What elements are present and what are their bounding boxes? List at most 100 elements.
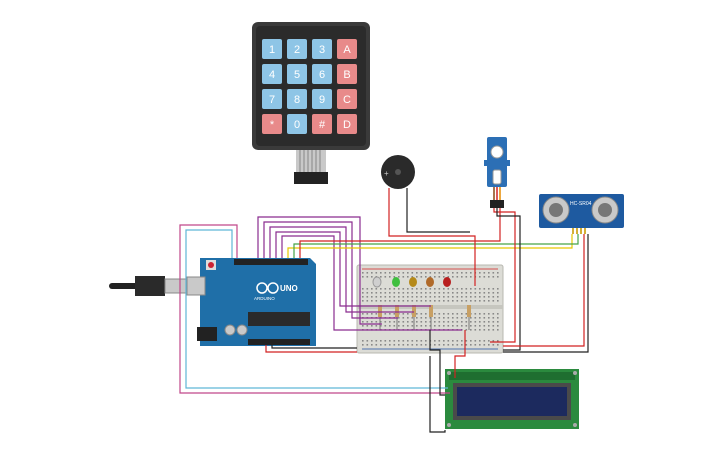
wire-lcd-gnd-2[interactable] bbox=[429, 356, 446, 433]
wire-buzzer-negative[interactable] bbox=[406, 188, 470, 233]
wire-keypad-3[interactable] bbox=[269, 226, 414, 313]
breadboard-hole bbox=[465, 292, 468, 294]
wire-ultrasonic-vcc[interactable] bbox=[503, 234, 585, 347]
led-yellow[interactable] bbox=[409, 277, 417, 287]
wire-lcd-gnd[interactable] bbox=[429, 330, 445, 396]
keypad-key-2[interactable]: 2 bbox=[287, 39, 307, 59]
wire-arduino-gnd[interactable] bbox=[271, 345, 357, 349]
keypad-key-1[interactable]: 1 bbox=[262, 39, 282, 59]
breadboard-hole bbox=[384, 292, 387, 294]
keypad-key-4[interactable]: 4 bbox=[262, 64, 282, 84]
wire-lcd-scl[interactable] bbox=[185, 229, 448, 389]
keypad-key-8[interactable]: 8 bbox=[287, 89, 307, 109]
breadboard-hole bbox=[465, 329, 468, 331]
breadboard-hole bbox=[447, 344, 450, 346]
breadboard-hole bbox=[474, 292, 477, 294]
breadboard-hole bbox=[443, 288, 445, 290]
wire-servo-signal[interactable] bbox=[299, 208, 501, 258]
breadboard-hole bbox=[488, 340, 490, 342]
breadboard-hole bbox=[434, 317, 436, 319]
wire-arduino-5v[interactable] bbox=[265, 345, 357, 353]
ultrasonic-transmitter-mesh bbox=[549, 203, 563, 217]
breadboard-hole bbox=[402, 317, 405, 319]
keypad-key-#[interactable]: # bbox=[312, 114, 332, 134]
wire-ultrasonic-trig[interactable] bbox=[287, 234, 573, 258]
resistor-2[interactable] bbox=[395, 305, 399, 330]
breadboard-hole bbox=[402, 288, 405, 290]
breadboard-hole bbox=[452, 344, 454, 346]
breadboard-hole bbox=[407, 296, 409, 298]
wire-buzzer-positive[interactable] bbox=[388, 188, 476, 286]
keypad-key-3[interactable]: 3 bbox=[312, 39, 332, 59]
led-white[interactable] bbox=[372, 276, 382, 288]
resistor-5[interactable] bbox=[467, 305, 471, 330]
wire-keypad-1[interactable] bbox=[257, 216, 382, 325]
breadboard-hole bbox=[447, 300, 450, 302]
breadboard-hole bbox=[398, 292, 400, 294]
keypad-key-label: * bbox=[270, 119, 275, 131]
keypad-key-5[interactable]: 5 bbox=[287, 64, 307, 84]
keypad-key-*[interactable]: * bbox=[262, 114, 282, 134]
breadboard-hole bbox=[497, 272, 499, 274]
wire-servo-power[interactable] bbox=[490, 208, 516, 343]
keypad-key-label: # bbox=[319, 119, 326, 131]
breadboard-hole bbox=[438, 317, 441, 319]
wire-ultrasonic-echo[interactable] bbox=[293, 234, 579, 258]
keypad-key-B[interactable]: B bbox=[337, 64, 357, 84]
wire-keypad-5[interactable] bbox=[281, 235, 462, 331]
lcd-16x2[interactable] bbox=[445, 369, 579, 429]
arduino-uno[interactable]: UNO ARDUINO bbox=[109, 258, 316, 346]
keypad-key-9[interactable]: 9 bbox=[312, 89, 332, 109]
breadboard-hole bbox=[402, 300, 405, 302]
breadboard-hole bbox=[488, 296, 490, 298]
breadboard-hole bbox=[479, 344, 481, 346]
wire-keypad-2[interactable] bbox=[263, 221, 398, 319]
breadboard-hole bbox=[465, 317, 468, 319]
led-green[interactable] bbox=[392, 277, 400, 287]
keypad-key-face bbox=[287, 64, 307, 84]
keypad-key-face bbox=[262, 64, 282, 84]
wire-keypad-4[interactable] bbox=[275, 231, 431, 307]
servo-motor[interactable] bbox=[484, 137, 510, 208]
keypad-key-label: 4 bbox=[269, 69, 275, 81]
resistor-3[interactable] bbox=[412, 305, 416, 330]
breadboard-hole bbox=[443, 300, 445, 302]
breadboard-hole bbox=[456, 292, 459, 294]
breadboard-hole bbox=[443, 292, 445, 294]
wire-lcd-vcc[interactable] bbox=[454, 330, 466, 378]
keypad-key-D[interactable]: D bbox=[337, 114, 357, 134]
keypad-key-C[interactable]: C bbox=[337, 89, 357, 109]
breadboard-hole bbox=[429, 292, 432, 294]
arduino-reset-button[interactable] bbox=[208, 262, 214, 268]
breadboard-hole bbox=[398, 325, 400, 327]
keypad-key-A[interactable]: A bbox=[337, 39, 357, 59]
breadboard-hole bbox=[447, 321, 450, 323]
led-orange[interactable] bbox=[426, 277, 434, 287]
breadboard-hole bbox=[362, 296, 364, 298]
wire-ultrasonic-gnd[interactable] bbox=[503, 234, 589, 353]
breadboard-hole bbox=[411, 296, 414, 298]
wire-lcd-sda[interactable] bbox=[179, 224, 450, 394]
breadboard-hole bbox=[438, 313, 441, 315]
arduino-capacitor-1 bbox=[224, 324, 236, 336]
breadboard-hole bbox=[416, 317, 418, 319]
led-red[interactable] bbox=[443, 277, 451, 287]
wire-servo-ground[interactable] bbox=[496, 208, 521, 351]
keypad-key-6[interactable]: 6 bbox=[312, 64, 332, 84]
piezo-buzzer[interactable]: + bbox=[381, 155, 415, 189]
ultrasonic-sensor[interactable]: HC-SR04 bbox=[539, 194, 624, 234]
breadboard-hole bbox=[380, 344, 382, 346]
breadboard-hole bbox=[389, 344, 391, 346]
keypad-key-7[interactable]: 7 bbox=[262, 89, 282, 109]
resistor-4[interactable] bbox=[429, 305, 433, 330]
breadboard-hole bbox=[488, 292, 490, 294]
breadboard-hole bbox=[443, 296, 445, 298]
keypad-key-0[interactable]: 0 bbox=[287, 114, 307, 134]
breadboard-hole bbox=[416, 292, 418, 294]
breadboard-hole bbox=[461, 300, 463, 302]
breadboard-hole bbox=[384, 344, 387, 346]
breadboard-hole bbox=[371, 325, 373, 327]
breadboard-hole bbox=[492, 288, 495, 290]
